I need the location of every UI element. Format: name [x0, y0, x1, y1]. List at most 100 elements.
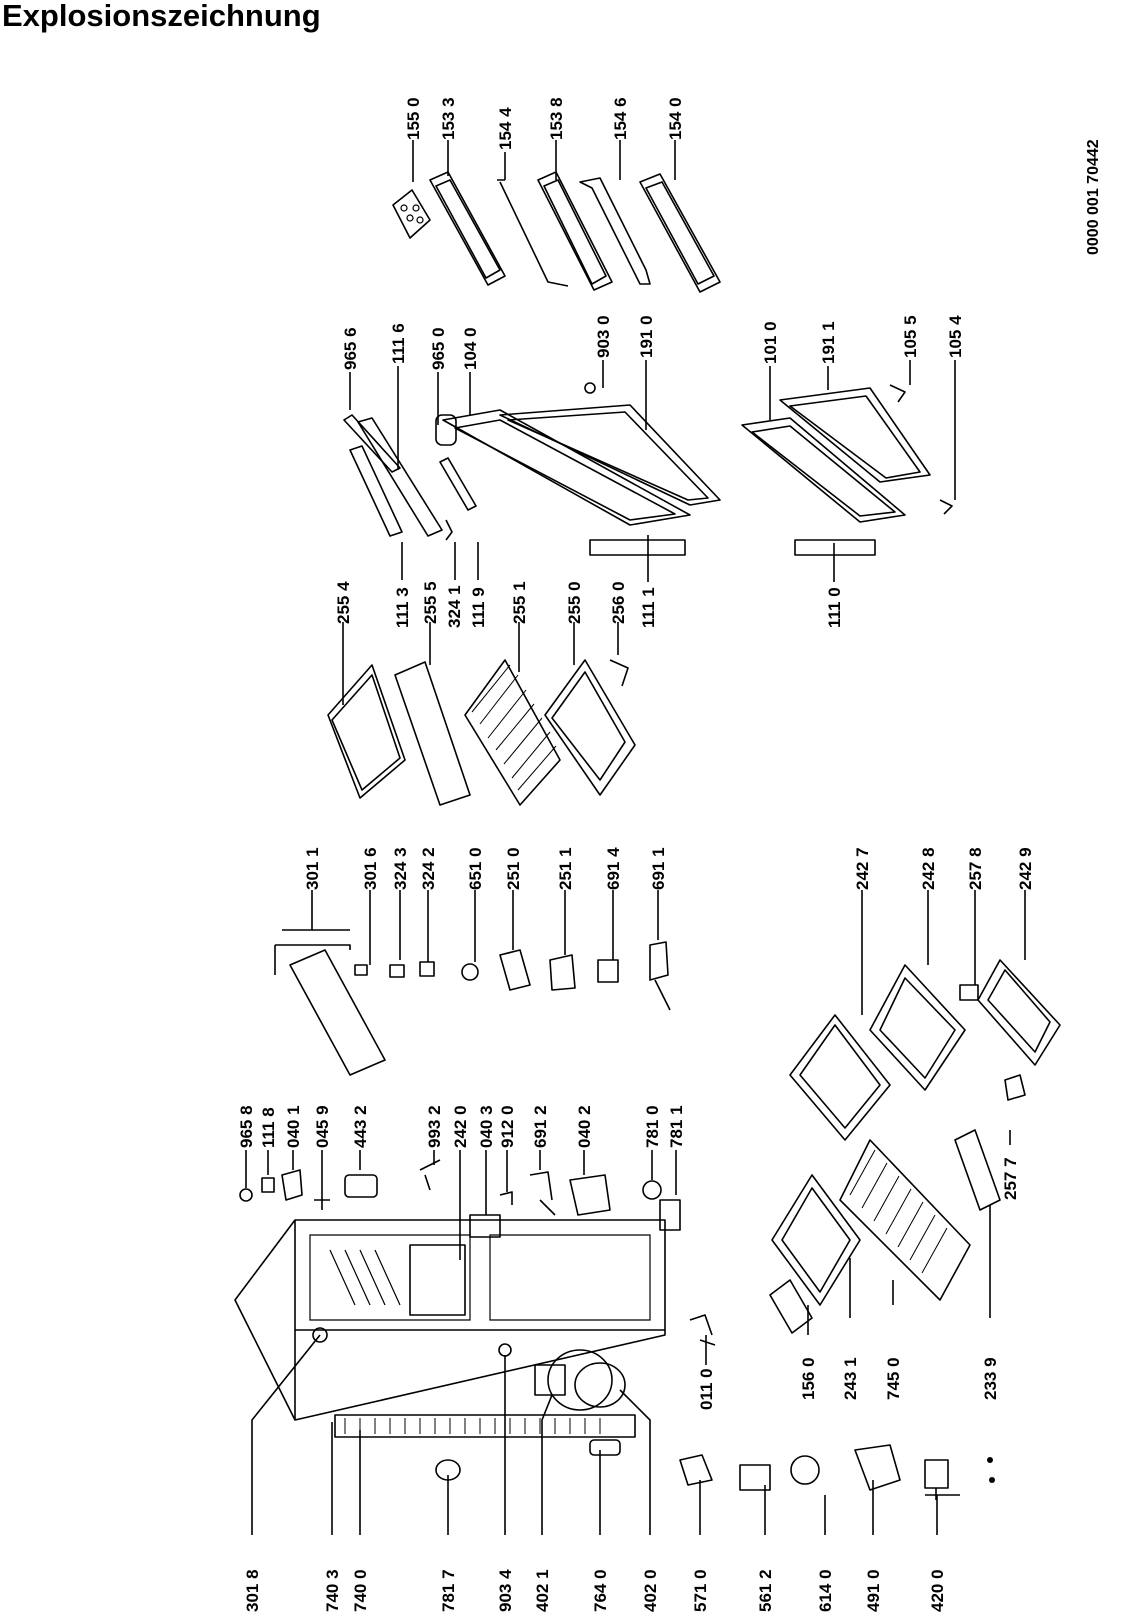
small-cover-part	[343, 414, 401, 473]
part-label: 040 3	[477, 1105, 496, 1148]
part-label: 154 6	[611, 97, 630, 140]
part-labels: 155 0 153 3 154 4 153 8 154 6 154 0 965 …	[237, 97, 1102, 1612]
part-label: 154 0	[666, 97, 685, 140]
part-label: 301 1	[303, 847, 322, 890]
part-label: 443 2	[351, 1105, 370, 1148]
clip-part	[609, 659, 629, 687]
drawer-part	[869, 964, 966, 1091]
door-bin-part	[537, 171, 613, 291]
part-label: 233 9	[981, 1357, 1000, 1400]
part-label: 993 2	[425, 1105, 444, 1148]
part-label: 191 0	[637, 315, 656, 358]
part-label: 965 0	[429, 327, 448, 370]
part-label: 764 0	[591, 1569, 610, 1612]
part-label: 155 0	[404, 97, 423, 140]
drawer-part	[789, 1014, 891, 1141]
part-label: 965 6	[341, 327, 360, 370]
part-label: 111 1	[639, 587, 658, 628]
part-label: 242 9	[1016, 847, 1035, 890]
part-label: 324 2	[419, 847, 438, 890]
part-label: 242 0	[451, 1105, 470, 1148]
part-label: 111 3	[393, 587, 412, 628]
freezer-grill-part	[771, 1139, 971, 1306]
relay-part	[679, 1454, 713, 1486]
sensor-part	[649, 941, 671, 1011]
rack-part	[579, 177, 651, 285]
hinge-cap-part	[435, 414, 457, 446]
bottle-rail-part	[497, 179, 569, 287]
strip-part	[349, 445, 403, 537]
lower-door-part	[741, 387, 931, 523]
part-label: 111 6	[389, 323, 408, 364]
part-label: 191 1	[819, 321, 838, 364]
part-label: 111 0	[825, 587, 844, 628]
part-label: 965 8	[237, 1105, 256, 1148]
clip-part	[1004, 1074, 1026, 1101]
part-label: 691 4	[604, 847, 623, 890]
shelf-part	[327, 664, 406, 799]
part-label: 105 5	[901, 315, 920, 358]
knob-part	[461, 963, 479, 981]
part-label: 257 8	[966, 847, 985, 890]
part-label: 156 0	[799, 1357, 818, 1400]
rail-part	[954, 1129, 1001, 1211]
part-label: 301 6	[361, 847, 380, 890]
part-label: 614 0	[816, 1569, 835, 1612]
part-label: 257 7	[1001, 1157, 1020, 1200]
part-label: 324 3	[391, 847, 410, 890]
bracket-part	[889, 384, 906, 403]
part-label: 255 4	[334, 581, 353, 624]
part-label: 255 0	[565, 581, 584, 624]
capacitor-part	[924, 1459, 960, 1500]
part-label: 912 0	[498, 1105, 517, 1148]
leader-lines	[245, 140, 1026, 1535]
cover-part	[499, 949, 531, 991]
bracket-group	[274, 944, 351, 975]
part-label: 153 8	[547, 97, 566, 140]
part-label: 781 7	[439, 1569, 458, 1612]
part-label: 903 0	[594, 315, 613, 358]
door-panel-part	[442, 404, 721, 526]
timer-part	[435, 1459, 461, 1481]
small-part	[419, 961, 435, 977]
part-label: 256 0	[609, 581, 628, 624]
screw-part	[498, 1343, 512, 1357]
part-label: 040 2	[575, 1105, 594, 1148]
part-label: 781 1	[667, 1105, 686, 1148]
cabinet-part	[234, 1219, 666, 1421]
bracket-part	[939, 499, 953, 515]
part-sketches	[234, 171, 1061, 1500]
part-label: 402 0	[641, 1569, 660, 1612]
page-title: Explosionszeichnung	[2, 0, 321, 33]
part-label: 243 1	[841, 1357, 860, 1400]
foot-part	[689, 1314, 716, 1346]
hinge-part	[589, 539, 686, 556]
drawer-part	[977, 959, 1061, 1066]
part-label: 420 0	[928, 1569, 947, 1612]
part-label: 111 9	[469, 587, 488, 628]
small-part	[959, 984, 979, 1001]
part-label: 903 4	[496, 1569, 515, 1612]
compressor-part	[534, 1349, 626, 1411]
part-label: 745 0	[884, 1357, 903, 1400]
part-label: 740 3	[323, 1569, 342, 1612]
part-label: 651 0	[466, 847, 485, 890]
part-label: 104 0	[461, 327, 480, 370]
part-label: 111 8	[259, 1107, 278, 1148]
screw-part	[584, 382, 596, 394]
filter-part	[589, 1439, 621, 1456]
part-label: 242 7	[853, 847, 872, 890]
document-number: 0000 001 70442	[1085, 139, 1102, 255]
part-label: 402 1	[533, 1569, 552, 1612]
part-label: 255 1	[510, 581, 529, 624]
part-label: 781 0	[643, 1105, 662, 1148]
shelf-part	[544, 659, 636, 796]
door-bin-part	[639, 173, 721, 293]
ice-tray-part	[769, 1279, 813, 1334]
overload-part	[790, 1455, 820, 1485]
glass-shelf-part	[394, 661, 471, 806]
part-label: 153 3	[439, 97, 458, 140]
part-label: 040 1	[284, 1105, 303, 1148]
wire-shelf-part	[464, 659, 561, 806]
